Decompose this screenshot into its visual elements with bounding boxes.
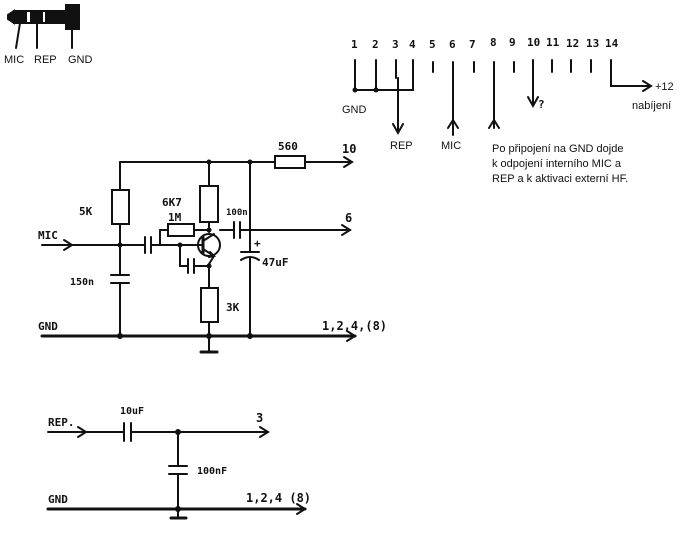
pin-number: 10 bbox=[527, 36, 540, 49]
note-line: k odpojení interního MIC a bbox=[492, 158, 622, 170]
rep-arrow-icon bbox=[392, 123, 404, 136]
rep-out-arrow-icon bbox=[259, 426, 270, 438]
pin-number: 12 bbox=[566, 37, 579, 50]
pin8-arrow-icon bbox=[488, 118, 500, 129]
label-gnd-rep: GND bbox=[48, 493, 68, 506]
note-line: Po připojení na GND dojde bbox=[492, 143, 624, 155]
pin-number: 11 bbox=[546, 36, 560, 49]
connector-pin-numbers: 1 2 3 4 5 6 7 8 9 10 11 12 13 14 bbox=[351, 36, 619, 51]
pin-number: 5 bbox=[429, 38, 436, 51]
label-rep-in: REP. bbox=[48, 416, 75, 429]
pin10-arrow-icon bbox=[527, 96, 539, 109]
label-pin10: 10 bbox=[342, 142, 356, 156]
mic-in-arrow-icon bbox=[63, 239, 74, 251]
connector-pin-ticks bbox=[354, 59, 612, 136]
connector-label-gnd: GND bbox=[342, 104, 367, 116]
label-plus: + bbox=[254, 237, 261, 250]
label-1m: 1M bbox=[168, 211, 182, 224]
gnd-arrow-icon bbox=[346, 330, 357, 342]
connector-note: Po připojení na GND dojde k odpojení int… bbox=[492, 142, 682, 187]
label-6k7: 6K7 bbox=[162, 196, 182, 209]
charging-arrow-icon bbox=[642, 80, 653, 92]
rep-in-arrow-icon bbox=[77, 426, 88, 438]
label-out-6: 6 bbox=[345, 211, 352, 225]
pin-number: 4 bbox=[409, 38, 416, 51]
pin-number: 8 bbox=[490, 36, 497, 49]
jack-label-gnd: GND bbox=[68, 54, 93, 66]
resistor-1m bbox=[167, 223, 195, 237]
output-arrow-icon bbox=[341, 224, 352, 236]
pin-number: 1 bbox=[351, 38, 358, 51]
connector-label-rep: REP bbox=[390, 140, 413, 152]
connector-label-plus12: +12 bbox=[655, 81, 674, 93]
label-3k: 3K bbox=[226, 301, 240, 314]
label-out-3: 3 bbox=[256, 411, 263, 425]
connector-label-charging: nabíjení bbox=[632, 100, 671, 112]
transistor-icon bbox=[179, 233, 221, 258]
jack-label-mic: MIC bbox=[4, 54, 24, 66]
resistor-3k bbox=[200, 287, 219, 323]
note-line: REP a k aktivaci externí HF. bbox=[492, 173, 629, 185]
mic-arrow-icon bbox=[447, 118, 459, 129]
label-pins-mic: 1,2,4,(8) bbox=[322, 319, 387, 333]
label-10uf: 10uF bbox=[120, 406, 144, 417]
jack-label-rep: REP bbox=[34, 54, 57, 66]
label-150n: 150n bbox=[70, 277, 94, 288]
resistor-560 bbox=[274, 155, 306, 169]
resistor-6k7 bbox=[199, 185, 219, 223]
jack-plug-icon bbox=[7, 4, 80, 49]
pin-number: 2 bbox=[372, 38, 379, 51]
pin-number: 9 bbox=[509, 36, 516, 49]
connector-label-question: ? bbox=[538, 98, 545, 111]
label-mic-in: MIC bbox=[38, 229, 58, 242]
label-100n: 100n bbox=[226, 208, 248, 218]
label-gnd-mic: GND bbox=[38, 320, 58, 333]
connector-label-mic: MIC bbox=[441, 140, 461, 152]
label-560: 560 bbox=[278, 140, 298, 153]
label-5k: 5K bbox=[79, 205, 93, 218]
label-100nf: 100nF bbox=[197, 466, 227, 477]
pin-number: 7 bbox=[469, 38, 476, 51]
pin-number: 6 bbox=[449, 38, 456, 51]
input-arrow-icon bbox=[343, 156, 354, 168]
gnd-bus-wire bbox=[354, 77, 414, 91]
pin-number: 14 bbox=[605, 37, 619, 50]
charging-wire bbox=[610, 71, 651, 87]
resistor-5k bbox=[111, 189, 130, 225]
label-47uf: 47uF bbox=[262, 256, 289, 269]
pin-number: 3 bbox=[392, 38, 399, 51]
label-pins-rep: 1,2,4 (8) bbox=[246, 491, 311, 505]
gnd-rep-arrow-icon bbox=[296, 503, 307, 515]
pin-number: 13 bbox=[586, 37, 599, 50]
